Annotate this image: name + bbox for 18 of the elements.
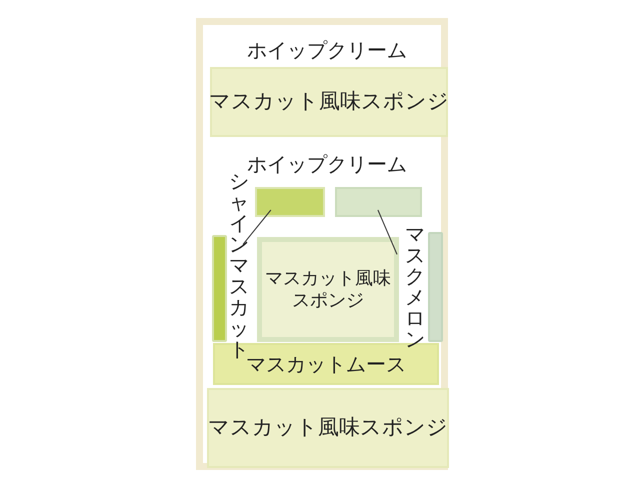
layer-label: ホイップクリーム (247, 151, 407, 176)
fruit-layer (428, 232, 443, 342)
leader-line (242, 210, 272, 245)
cake-frame (196, 18, 448, 470)
layer-label: シャインマスカット (229, 170, 249, 360)
fruit-layer (255, 187, 325, 217)
layer-label: マスカット風味スポンジ (208, 415, 448, 441)
layer-label: マスカットムース (246, 351, 406, 378)
fruit-layer (212, 235, 227, 342)
layer-label: ホイップクリーム (247, 37, 407, 64)
fruit-layer (335, 187, 422, 217)
leader-line (377, 210, 398, 255)
layer-label: マスクメロン (405, 224, 425, 350)
sponge-block (257, 237, 399, 342)
sponge-layer (207, 388, 449, 468)
layer-label: マスカット風味スポンジ (264, 268, 392, 312)
layer-label: マスカット風味スポンジ (209, 89, 449, 115)
sponge-layer (210, 67, 448, 137)
